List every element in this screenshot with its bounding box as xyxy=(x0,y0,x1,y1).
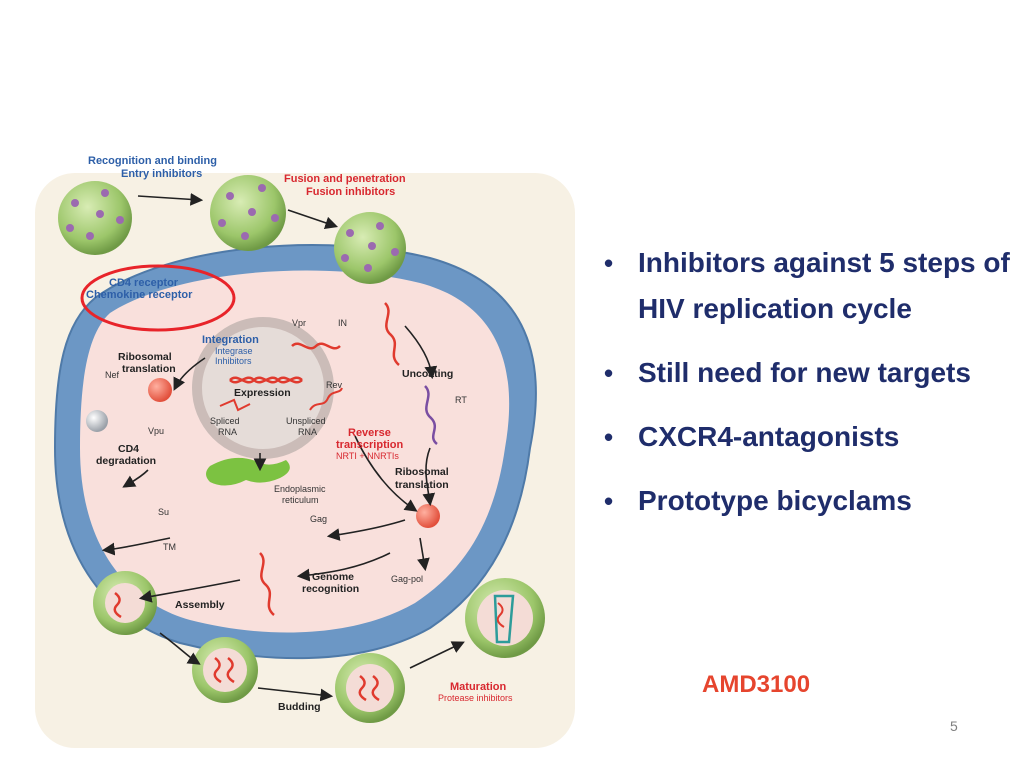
spliced-rna-strand xyxy=(219,398,251,412)
label-fusion-inhibitors: Fusion inhibitors xyxy=(306,186,395,198)
ribosome-right xyxy=(416,504,440,528)
label-rev: Rev xyxy=(326,380,343,390)
bullet-item: • CXCR4-antagonists xyxy=(600,414,1010,460)
label-recognition: Recognition and binding xyxy=(88,155,217,167)
label-vpr: Vpr xyxy=(292,318,306,328)
bullet-text: Inhibitors against 5 steps of HIV replic… xyxy=(638,247,1010,324)
amd3100-label: AMD3100 xyxy=(702,671,811,698)
integration-helix xyxy=(291,342,341,350)
label-nrti: NRTI + NNRTIs xyxy=(336,451,399,461)
bullet-text: CXCR4-antagonists xyxy=(638,421,900,452)
uncoating-strand xyxy=(383,302,400,366)
label-er-1: Endoplasmic xyxy=(274,484,326,494)
cd4-degradation-complex xyxy=(86,410,108,432)
label-vpu: Vpu xyxy=(148,426,164,436)
bullet-item: • Still need for new targets xyxy=(600,350,1010,396)
label-recognition-genome: recognition xyxy=(302,583,359,595)
label-in: IN xyxy=(338,318,347,328)
bullet-list: • Inhibitors against 5 steps of HIV repli… xyxy=(600,240,1010,542)
bullet-glyph: • xyxy=(604,422,614,452)
label-translation-top: translation xyxy=(122,363,176,375)
label-cd4-receptor: CD4 receptor xyxy=(109,277,179,289)
virus-1 xyxy=(58,181,132,255)
label-integration: Integration xyxy=(202,334,259,346)
label-maturation: Maturation xyxy=(450,681,507,693)
label-rt: RT xyxy=(455,395,467,405)
bullet-glyph: • xyxy=(604,486,614,516)
bullet-glyph: • xyxy=(604,358,614,388)
label-spliced-rna: RNA xyxy=(218,427,237,437)
virus-budding-2 xyxy=(335,653,405,723)
receptor-highlight-circle xyxy=(80,264,236,332)
virus-2 xyxy=(210,175,286,251)
endoplasmic-reticulum xyxy=(206,457,290,486)
label-chemokine-receptor: Chemokine receptor xyxy=(86,289,193,301)
label-protease-inhibitors: Protease inhibitors xyxy=(438,693,513,703)
label-su: Su xyxy=(158,507,169,517)
unspliced-rna-strand xyxy=(309,387,343,411)
bullet-item: • Prototype bicyclams xyxy=(600,478,1010,524)
label-transcription: transcription xyxy=(336,439,404,451)
label-unspliced-rna: RNA xyxy=(298,427,317,437)
label-nef: Nef xyxy=(105,370,120,380)
label-integrase: Integrase xyxy=(215,346,253,356)
label-spliced: Spliced xyxy=(210,416,240,426)
ribosome-top xyxy=(148,378,172,402)
nucleus xyxy=(192,317,334,459)
label-fusion: Fusion and penetration xyxy=(284,173,406,185)
dna-helix-2 xyxy=(229,376,303,384)
label-er-2: reticulum xyxy=(282,495,319,505)
label-ribosomal-right: Ribosomal xyxy=(395,466,449,478)
label-ribosomal-top: Ribosomal xyxy=(118,351,172,363)
genome-strand xyxy=(258,552,275,616)
label-gag-pol: Gag-pol xyxy=(391,574,423,584)
label-budding: Budding xyxy=(278,701,321,713)
page-number: 5 xyxy=(950,718,958,734)
label-translation-right: translation xyxy=(395,479,449,491)
virus-3 xyxy=(334,212,406,284)
bullet-glyph: • xyxy=(604,248,614,278)
label-assembly: Assembly xyxy=(175,599,225,611)
label-genome: Genome xyxy=(312,571,354,583)
label-gag: Gag xyxy=(310,514,327,524)
label-entry-inhibitors: Entry inhibitors xyxy=(121,168,202,180)
hiv-replication-cycle-diagram: Recognition and binding Entry inhibitors… xyxy=(35,155,575,748)
label-cd4: CD4 xyxy=(118,443,139,455)
bullet-item: • Inhibitors against 5 steps of HIV repli… xyxy=(600,240,1010,332)
bullet-text: Prototype bicyclams xyxy=(638,485,912,516)
virus-mature xyxy=(465,578,545,658)
label-inhibitors: Inhibitors xyxy=(215,356,252,366)
reverse-transcription-strand xyxy=(423,385,438,445)
label-reverse: Reverse xyxy=(348,427,391,439)
label-degradation: degradation xyxy=(96,455,156,467)
label-uncoating: Uncoating xyxy=(402,368,453,380)
label-unspliced: Unspliced xyxy=(286,416,326,426)
virus-assembly xyxy=(93,571,157,635)
bullet-text: Still need for new targets xyxy=(638,357,971,388)
virus-budding xyxy=(192,637,258,703)
label-tm: TM xyxy=(163,542,176,552)
label-expression: Expression xyxy=(234,387,291,399)
cycle-arrows xyxy=(101,192,465,702)
